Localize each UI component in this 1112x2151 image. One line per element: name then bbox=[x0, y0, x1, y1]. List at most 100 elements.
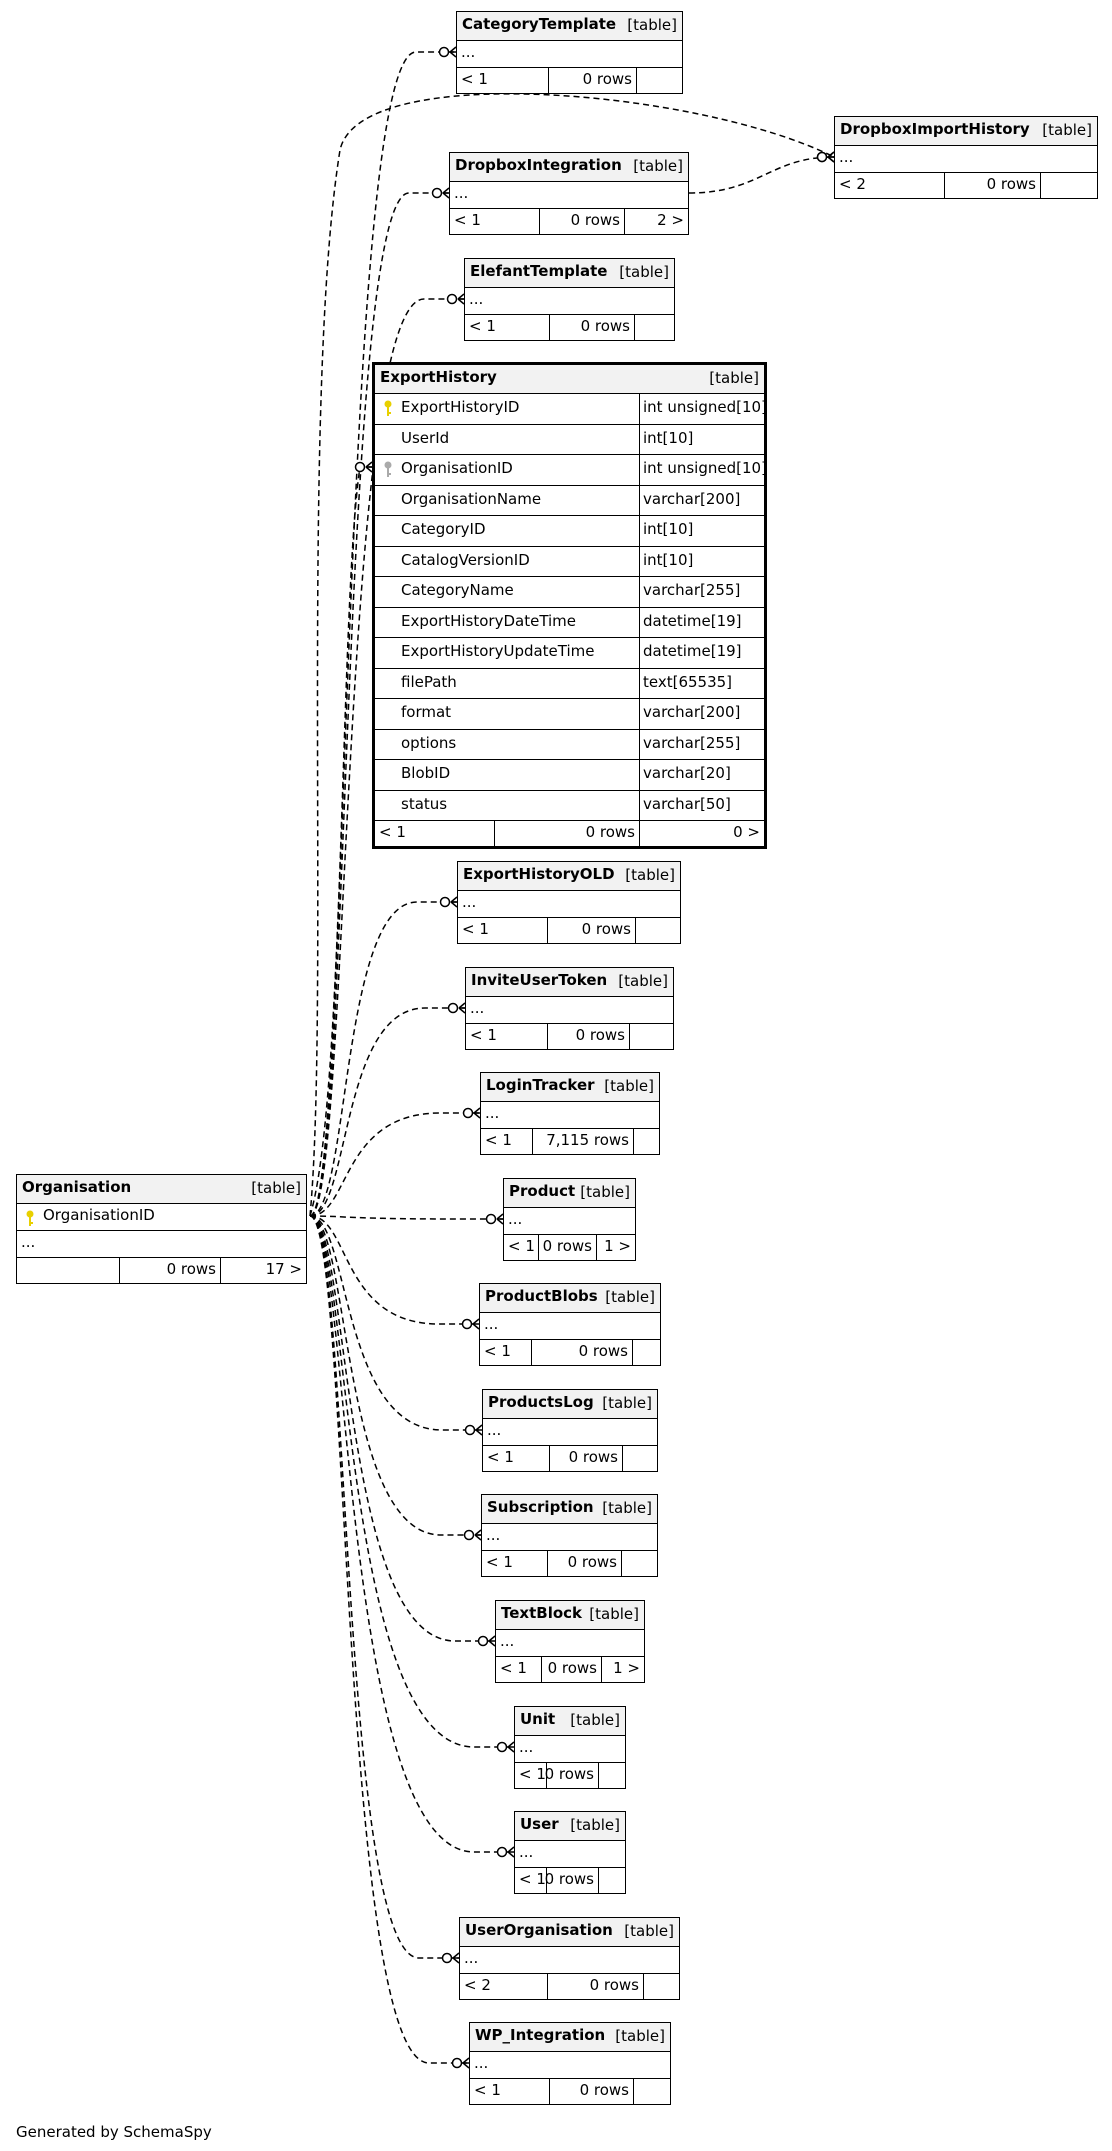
children-count[interactable] bbox=[644, 1974, 679, 1999]
edge-dropboxintegration-to-dropboximporthistory-optional-marker bbox=[816, 151, 828, 163]
parents-count[interactable]: < 2 bbox=[835, 173, 945, 198]
children-count[interactable] bbox=[630, 1024, 673, 1049]
primary-key-icon bbox=[384, 400, 392, 416]
column-name-cell: options bbox=[375, 729, 640, 759]
children-count[interactable] bbox=[634, 2079, 670, 2104]
parents-count[interactable]: < 1 bbox=[470, 2079, 550, 2104]
table-organisation[interactable]: Organisation [table] OrganisationID ... … bbox=[16, 1174, 307, 1284]
column-name: OrganisationID bbox=[401, 459, 513, 477]
parents-count[interactable]: < 1 bbox=[450, 209, 540, 234]
column-name: ExportHistoryUpdateTime bbox=[401, 642, 595, 660]
table-kind: [table] bbox=[615, 2027, 665, 2045]
column-name: filePath bbox=[401, 672, 457, 691]
children-count[interactable] bbox=[1041, 173, 1097, 198]
column-type-cell: datetime[19] bbox=[640, 608, 764, 638]
children-count[interactable] bbox=[633, 1340, 660, 1365]
edge-organisation-to-productslog-many-marker bbox=[475, 1424, 483, 1436]
parents-count[interactable]: < 2 bbox=[460, 1974, 548, 1999]
edge-organisation-to-wp_integration bbox=[309, 1215, 469, 2064]
more-columns: ... bbox=[481, 1102, 659, 1129]
children-count[interactable] bbox=[637, 68, 682, 93]
children-count[interactable] bbox=[623, 1446, 657, 1471]
children-count[interactable] bbox=[635, 315, 674, 340]
children-count[interactable] bbox=[622, 1551, 657, 1576]
children-count[interactable]: 0 > bbox=[733, 823, 760, 841]
primary-key-column[interactable]: OrganisationID bbox=[17, 1204, 306, 1231]
table-header: LoginTracker[table] bbox=[481, 1073, 659, 1102]
column-name-cell: ExportHistoryUpdateTime bbox=[375, 638, 640, 668]
edge-organisation-to-userorganisation-optional-marker bbox=[441, 1952, 453, 1964]
edge-organisation-to-unit-many-marker bbox=[507, 1741, 515, 1753]
children-count[interactable] bbox=[636, 918, 680, 943]
parents-count[interactable]: < 1 bbox=[480, 1340, 532, 1365]
parents-count bbox=[17, 1258, 120, 1283]
edge-organisation-to-textblock-optional-marker bbox=[477, 1635, 489, 1647]
table-kind: [table] bbox=[605, 1288, 655, 1306]
primary-key-icon bbox=[26, 1210, 34, 1226]
more-columns: ... bbox=[835, 146, 1097, 173]
parents-count[interactable]: < 1 bbox=[483, 1446, 550, 1471]
table-name: ProductsLog bbox=[488, 1393, 594, 1411]
column-name: OrganisationName bbox=[401, 489, 542, 508]
parents-count[interactable]: < 1 bbox=[465, 315, 550, 340]
table-kind: [table] bbox=[625, 866, 675, 884]
parents-count[interactable]: < 1 bbox=[482, 1551, 548, 1576]
row-count: 0 rows bbox=[548, 1024, 630, 1049]
parents-count[interactable]: < 1 bbox=[375, 821, 495, 846]
children-count[interactable]: 17 > bbox=[265, 1260, 302, 1278]
children-count[interactable]: 2 > bbox=[657, 211, 684, 229]
parents-count[interactable]: < 1 bbox=[504, 1235, 539, 1260]
parents-count[interactable]: < 1 bbox=[457, 68, 549, 93]
edge-organisation-to-elefanttemplate bbox=[309, 298, 464, 1217]
parents-count[interactable]: < 1 bbox=[515, 1868, 547, 1893]
table-header: Subscription[table] bbox=[482, 1495, 657, 1524]
parents-count[interactable]: < 1 bbox=[466, 1024, 548, 1049]
parents-count[interactable]: < 1 bbox=[515, 1763, 547, 1788]
parents-count[interactable]: < 1 bbox=[496, 1657, 542, 1682]
children-count[interactable]: 1 > bbox=[604, 1237, 631, 1255]
children-count[interactable]: 1 > bbox=[613, 1659, 640, 1677]
children-count[interactable] bbox=[599, 1868, 625, 1893]
children-count[interactable] bbox=[634, 1129, 659, 1154]
table-name: TextBlock bbox=[501, 1604, 583, 1622]
children-count[interactable] bbox=[599, 1763, 625, 1788]
parents-count[interactable]: < 1 bbox=[458, 918, 548, 943]
table-name: ProductBlobs bbox=[485, 1287, 598, 1305]
parents-count[interactable]: < 1 bbox=[481, 1129, 533, 1154]
edge-organisation-to-inviteusertoken-many-marker bbox=[458, 1002, 466, 1014]
column-type-cell: varchar[20] bbox=[640, 760, 764, 790]
